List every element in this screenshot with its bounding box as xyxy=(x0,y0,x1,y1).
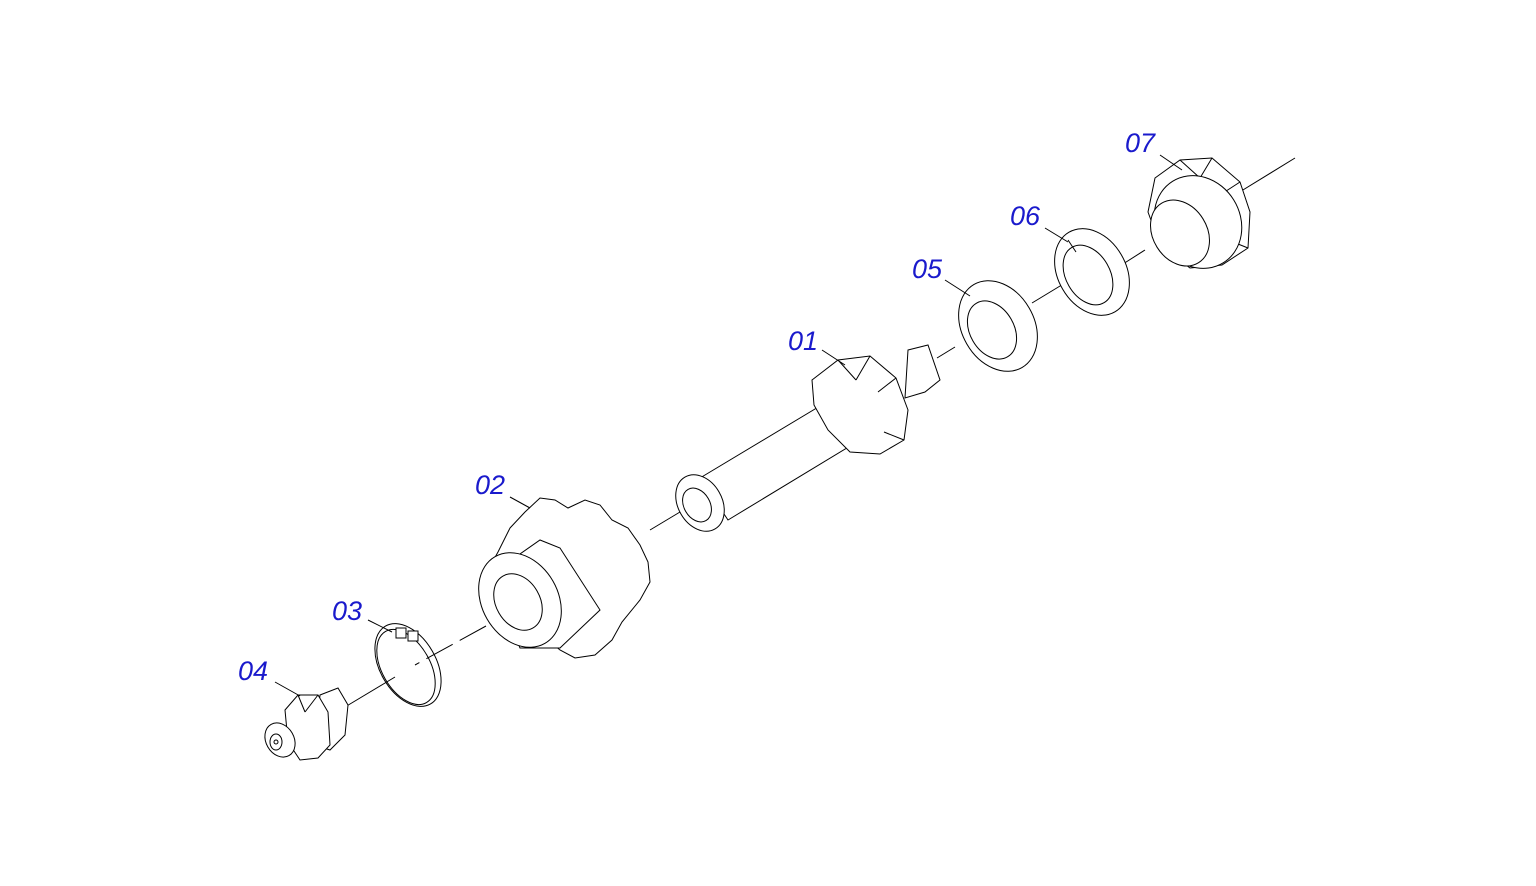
callout-07: 07 xyxy=(1125,128,1156,158)
lock-washer-part xyxy=(1054,228,1130,316)
callout-labels: 07 06 05 01 02 03 04 xyxy=(238,128,1156,686)
retaining-ring-part xyxy=(374,623,442,707)
grease-nipple-part xyxy=(264,687,349,761)
callout-04: 04 xyxy=(238,656,268,686)
callout-06: 06 xyxy=(1010,201,1041,231)
callout-05: 05 xyxy=(912,254,943,284)
callout-02: 02 xyxy=(475,470,505,500)
callout-01: 01 xyxy=(788,326,818,356)
sprocket-part xyxy=(478,497,651,659)
leader-lines xyxy=(274,154,1183,697)
callout-03: 03 xyxy=(332,596,362,626)
flat-washer-part xyxy=(958,280,1038,372)
hex-nut-part xyxy=(1147,157,1251,269)
shaft-part xyxy=(675,344,941,532)
